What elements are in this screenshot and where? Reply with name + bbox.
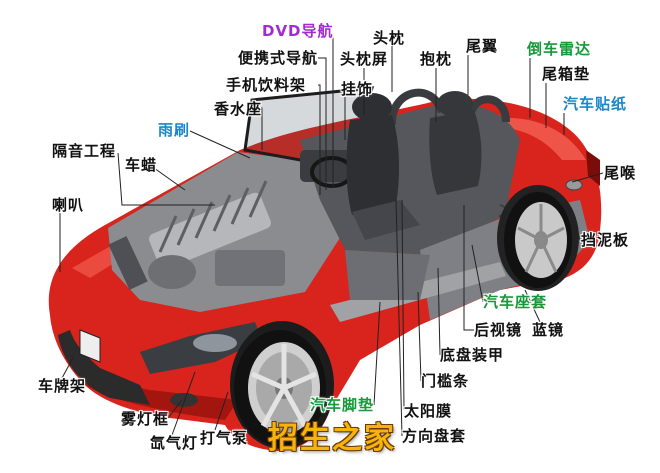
label-headrest: 头枕 bbox=[373, 29, 406, 47]
label-xenon-lamp: 氙气灯 bbox=[150, 434, 199, 452]
runner bbox=[176, 208, 196, 246]
engine-block bbox=[215, 250, 285, 286]
fog-lamp bbox=[170, 393, 198, 407]
front-spokes bbox=[250, 344, 318, 428]
label-car-wax: 车蜡 bbox=[125, 156, 158, 174]
headrest-right bbox=[437, 91, 473, 117]
leader-line-phone-cup-holder bbox=[318, 84, 321, 195]
intake-runners bbox=[158, 180, 268, 253]
car bbox=[48, 86, 602, 451]
label-horn: 喇叭 bbox=[52, 196, 85, 214]
leader-line-xenon-lamp bbox=[171, 371, 196, 436]
label-air-pump: 打气泵 bbox=[200, 429, 249, 447]
leader-line-window-film bbox=[401, 199, 405, 411]
leader-line-fog-lamp-frame bbox=[167, 399, 183, 419]
leader-line-blue-mirror bbox=[524, 289, 541, 323]
trunk-highlight bbox=[500, 117, 586, 160]
rear-spokes bbox=[517, 204, 565, 273]
label-perfume-holder: 香水座 bbox=[214, 100, 263, 118]
leader-line-dvd-navigation bbox=[330, 37, 334, 188]
label-rearview-mirror: 后视镜 bbox=[474, 321, 523, 339]
leader-line-soundproofing bbox=[117, 152, 215, 206]
front-intake bbox=[58, 330, 150, 405]
label-portable-navigation: 便携式导航 bbox=[238, 49, 319, 67]
label-car-sticker: 汽车贴纸 bbox=[563, 95, 628, 113]
front-wheel bbox=[230, 321, 334, 449]
intake-manifold bbox=[149, 192, 271, 270]
spoke bbox=[281, 386, 308, 428]
license-plate bbox=[79, 329, 101, 363]
headrest-left bbox=[352, 93, 392, 121]
runner bbox=[158, 215, 178, 253]
runner bbox=[212, 194, 232, 232]
leader-lines bbox=[59, 37, 604, 437]
label-plate-frame: 车牌架 bbox=[38, 377, 87, 395]
spoke bbox=[539, 239, 558, 273]
exhaust-tip bbox=[565, 179, 583, 191]
spoke bbox=[540, 226, 565, 242]
label-floor-mat: 汽车脚垫 bbox=[310, 396, 375, 414]
leader-line-air-pump bbox=[214, 391, 229, 431]
leader-line-seat-cover bbox=[471, 244, 484, 303]
label-ornament: 挂饰 bbox=[341, 80, 374, 98]
spoke bbox=[524, 239, 543, 273]
leader-line-door-sill bbox=[417, 291, 422, 382]
leader-line-perfume-holder bbox=[260, 107, 263, 150]
seat-left bbox=[346, 115, 400, 215]
label-window-film: 太阳膜 bbox=[404, 402, 453, 420]
spoke bbox=[250, 371, 286, 391]
leader-line-floor-mat bbox=[373, 301, 381, 406]
leader-line-car-wax bbox=[153, 167, 186, 191]
leader-line-rearview-mirror bbox=[463, 205, 474, 331]
leader-line-chassis-armor bbox=[437, 267, 441, 356]
label-trunk-mat: 尾箱垫 bbox=[542, 65, 591, 83]
label-wiper: 雨刷 bbox=[158, 121, 191, 139]
leader-line-steering-cover bbox=[395, 199, 403, 437]
label-spoiler: 尾翼 bbox=[466, 37, 499, 55]
radiator bbox=[108, 236, 148, 290]
floor-pan bbox=[345, 250, 430, 300]
label-blue-mirror: 蓝镜 bbox=[532, 321, 565, 339]
label-seat-cover: 汽车座套 bbox=[483, 293, 548, 311]
spoke bbox=[517, 226, 542, 242]
label-steering-cover: 方向盘套 bbox=[402, 427, 467, 445]
label-dvd-navigation: DVD导航 bbox=[262, 22, 334, 40]
label-mudguard: 挡泥板 bbox=[581, 231, 630, 249]
runner bbox=[248, 180, 268, 218]
leader-line-exhaust-tip bbox=[571, 172, 604, 183]
spoke bbox=[282, 371, 318, 391]
rear-wheel bbox=[497, 185, 579, 291]
seat-right bbox=[429, 110, 482, 195]
watermark: 招生之家 bbox=[268, 421, 396, 456]
leader-line-portable-navigation bbox=[318, 57, 327, 190]
leader-line-mudguard bbox=[571, 209, 581, 241]
label-pillow: 抱枕 bbox=[420, 50, 453, 68]
leader-line-plate-frame bbox=[61, 355, 75, 379]
label-parking-sensor: 倒车雷达 bbox=[527, 40, 592, 58]
headlight-lens bbox=[193, 334, 237, 352]
label-headrest-screen: 头枕屏 bbox=[340, 50, 389, 68]
leader-line-wiper bbox=[189, 130, 251, 159]
runner bbox=[230, 187, 250, 225]
label-soundproofing: 隔音工程 bbox=[52, 142, 117, 160]
label-exhaust-tip: 尾喉 bbox=[604, 164, 637, 182]
engine-pulley bbox=[148, 255, 196, 289]
spoke bbox=[260, 386, 287, 428]
label-door-sill: 门槛条 bbox=[421, 372, 470, 390]
seat-cushion-left bbox=[352, 200, 420, 240]
label-chassis-armor: 底盘装甲 bbox=[440, 346, 505, 364]
label-phone-cup-holder: 手机饮料架 bbox=[226, 76, 307, 94]
label-fog-lamp-frame: 雾灯框 bbox=[121, 410, 170, 428]
body-lower-shade bbox=[85, 360, 238, 420]
runner bbox=[194, 201, 214, 239]
